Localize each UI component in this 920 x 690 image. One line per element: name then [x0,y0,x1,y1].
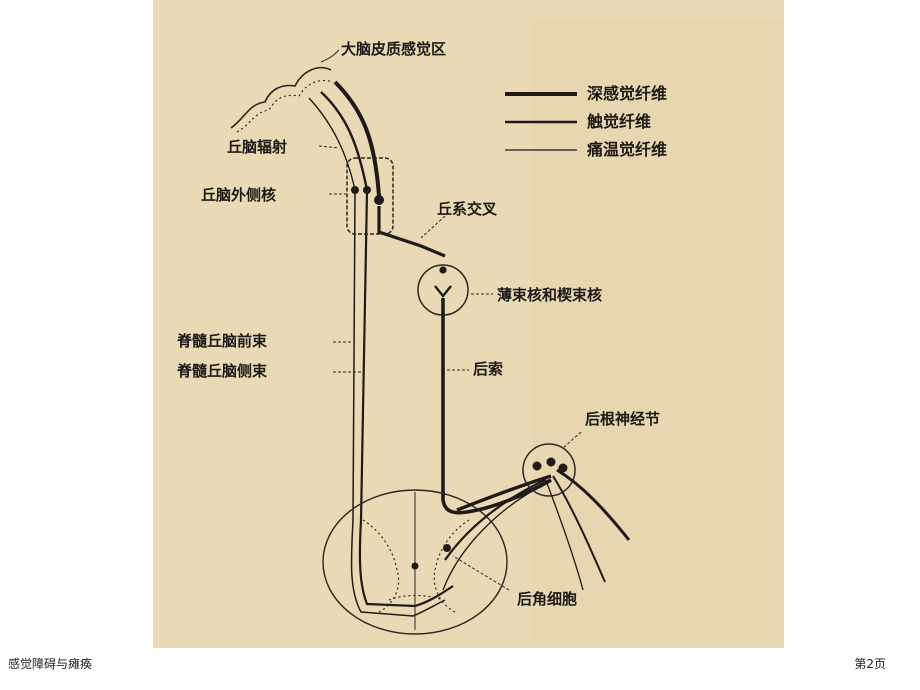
footer-page-number: 第2页 [854,657,886,671]
leader-ganglion [562,431,582,449]
nucleus-neuron-soma [439,266,447,274]
peripheral-fiber-medium [552,475,606,583]
label-gracile-cuneate-nuclei: 薄束核和楔束核 [497,286,603,304]
legend-deep-sense-fiber: 深感觉纤维 [587,84,668,103]
radiation-fiber-thick [333,80,381,197]
label-lateral-spinothalamic: 脊髓丘脑侧束 [177,362,268,380]
label-dorsal-root-ganglion: 后根神经节 [585,410,661,428]
thalamic-neuron [374,195,384,205]
thalamic-neuron [351,186,359,194]
legend-pain-temp-fiber: 痛温觉纤维 [587,140,668,159]
posterior-column-fiber [441,298,552,515]
cortex-outline [230,66,332,129]
spinal-cord-outline [322,489,508,635]
label-cortex: 大脑皮质感觉区 [341,40,447,58]
thalamus-box [346,157,394,235]
label-lemniscal-decussation: 丘系交叉 [437,200,498,218]
label-dorsal-horn-cell: 后角细胞 [517,590,578,608]
leader-dorsal-horn [452,555,510,591]
dorsal-root-medium [444,479,546,561]
lateral-spinothalamic-tract [358,191,454,608]
label-anterior-spinothalamic: 脊髓丘脑前束 [177,332,268,350]
leader-radiation [318,145,340,149]
dorsal-horn-cell [411,562,419,570]
anterior-spinothalamic-tract [350,191,446,617]
legend-touch-fiber: 触觉纤维 [587,112,652,131]
paper-shade [533,20,784,640]
leader-decussation [420,215,446,239]
dorsal-root-ganglion-circle [522,443,576,497]
label-vpl-nucleus: 丘脑外侧核 [201,186,277,204]
label-thalamic-radiation: 丘脑辐射 [227,138,288,156]
leader-cortex [320,49,340,63]
dorsal-horn-cell [443,544,451,552]
radiation-fiber-medium [320,91,369,191]
pathway-diagram-svg [153,0,784,648]
footer-title: 感觉障碍与瘫痪 [8,657,93,671]
ganglion-cell [532,461,542,471]
ganglion-cell [558,463,568,473]
radiation-fiber-thin [308,97,356,191]
medial-lemniscus [377,206,446,258]
pathway-figure: 大脑皮质感觉区 丘脑辐射 丘脑外侧核 丘系交叉 薄束核和楔束核 脊髓丘脑前束 脊… [153,0,784,648]
ganglion-cell [546,457,556,467]
label-posterior-column: 后索 [473,360,504,378]
peripheral-fiber-thick [556,468,631,541]
thalamic-neuron [363,186,371,194]
cortex-outline-dotted [236,79,334,133]
nucleus-neuron [434,285,452,298]
peripheral-fiber-thin [544,477,584,591]
dorsal-root-thick [456,474,552,512]
dorsal-root-thin [442,485,542,591]
